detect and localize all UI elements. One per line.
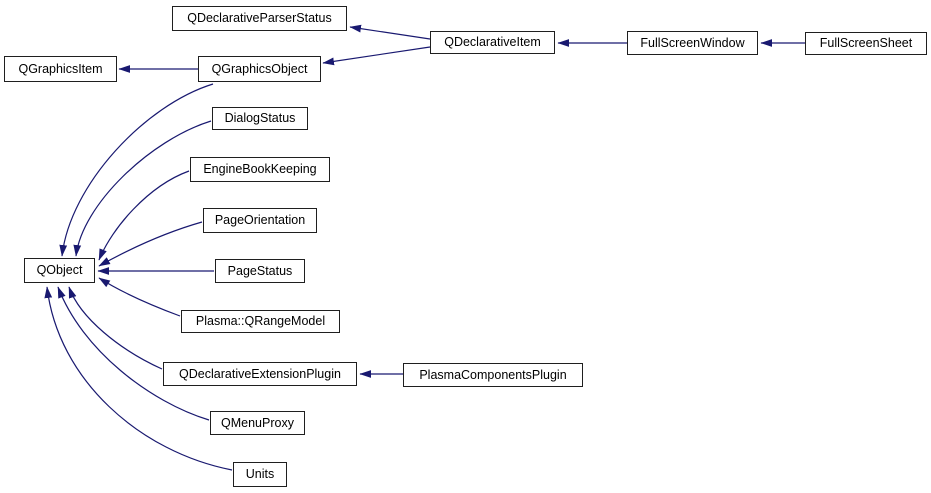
node-qobject[interactable]: QObject bbox=[24, 258, 95, 283]
node-qdeclarativeparserstatus[interactable]: QDeclarativeParserStatus bbox=[172, 6, 347, 31]
edge-qdeclarativeitem-to-qdeclarativeparserstatus bbox=[349, 24, 431, 40]
node-units[interactable]: Units bbox=[233, 462, 287, 487]
node-pagestatus[interactable]: PageStatus bbox=[215, 259, 305, 283]
edge-qmenuproxy-to-qobject bbox=[57, 286, 210, 421]
node-enginebookkeeping[interactable]: EngineBookKeeping bbox=[190, 157, 330, 182]
node-qdeclarativeextensionplugin[interactable]: QDeclarativeExtensionPlugin bbox=[163, 362, 357, 386]
edge-dialogstatus-to-qobject bbox=[73, 120, 212, 257]
node-pageorientation[interactable]: PageOrientation bbox=[203, 208, 317, 233]
edge-enginebookkeeping-to-qobject bbox=[98, 170, 190, 261]
node-qdeclarativeitem[interactable]: QDeclarativeItem bbox=[430, 31, 555, 54]
edge-qdeclarativeextensionplugin-to-qobject bbox=[68, 286, 163, 370]
node-qmenuproxy[interactable]: QMenuProxy bbox=[210, 411, 305, 435]
node-qgraphicsobject[interactable]: QGraphicsObject bbox=[198, 56, 321, 82]
edge-plasmaqrangemodel-to-qobject bbox=[98, 277, 181, 317]
node-plasmacomponentsplugin[interactable]: PlasmaComponentsPlugin bbox=[403, 363, 583, 387]
edge-qdeclarativeitem-to-qgraphicsobject bbox=[322, 46, 431, 66]
node-fullscreenwindow[interactable]: FullScreenWindow bbox=[627, 31, 758, 55]
node-qgraphicsitem[interactable]: QGraphicsItem bbox=[4, 56, 117, 82]
edge-pageorientation-to-qobject bbox=[98, 221, 203, 267]
node-plasmaqrangemodel[interactable]: Plasma::QRangeModel bbox=[181, 310, 340, 333]
node-fullscreensheet[interactable]: FullScreenSheet bbox=[805, 32, 927, 55]
node-dialogstatus[interactable]: DialogStatus bbox=[212, 107, 308, 130]
